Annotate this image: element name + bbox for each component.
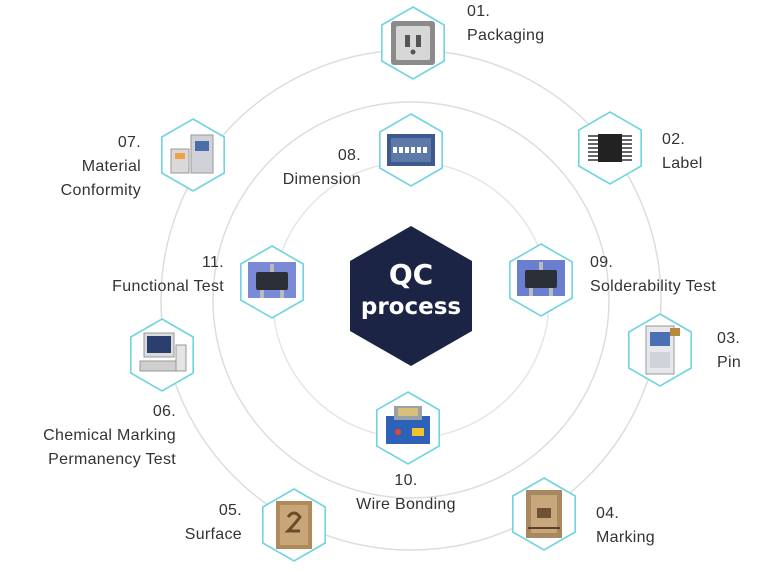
node-06-number: 06. (152, 403, 176, 420)
solderability-chip-icon (517, 260, 565, 296)
node-07-name-line2: Conformity (60, 182, 141, 199)
node-03-label: 03. Pin (717, 327, 741, 375)
hub-title: QC (388, 258, 434, 291)
node-06-name-line2: Permanency Test (48, 451, 176, 468)
qc-hub-hexagon (350, 226, 472, 366)
node-02-label: 02. Label (662, 128, 703, 176)
wire-bonding-pot-icon (386, 406, 430, 444)
node-09-number: 09. (590, 254, 614, 271)
node-02-hexagon (577, 111, 643, 185)
node-03-hexagon (627, 313, 693, 387)
material-analyzer-icon (170, 134, 214, 174)
node-05-name: Surface (184, 526, 242, 543)
node-04-name: Marking (596, 529, 656, 546)
node-11-hexagon (240, 245, 305, 319)
functional-test-chip-icon (248, 262, 296, 298)
node-03-name: Pin (717, 354, 742, 371)
chip-label-icon (588, 134, 632, 162)
node-09-hexagon (508, 243, 574, 317)
node-09-name: Solderability Test (590, 278, 717, 295)
node-10-hexagon (375, 391, 441, 465)
node-02-name: Label (662, 155, 703, 172)
node-05-number: 05. (218, 502, 242, 519)
node-11-number: 11. (202, 254, 224, 271)
node-04-number: 04. (596, 505, 620, 522)
node-11-name: Functional Test (112, 278, 224, 295)
node-06-name-line1: Chemical Marking (43, 427, 176, 444)
node-08-hexagon (378, 113, 444, 187)
node-07-number: 07. (117, 134, 141, 151)
node-01-label: 01. Packaging (467, 0, 544, 48)
middle-ring (212, 101, 610, 499)
chemical-test-computer-icon (139, 332, 187, 372)
node-09-label: 09. Solderability Test (590, 251, 716, 299)
pin-tester-machine-icon (645, 325, 680, 375)
node-08-number: 08. (337, 147, 361, 164)
node-01-name: Packaging (467, 27, 545, 44)
surface-die-icon (276, 501, 312, 549)
ic-package-icon (391, 21, 435, 65)
node-10-number: 10. (394, 472, 418, 489)
node-05-hexagon (261, 488, 327, 562)
node-01-number: 01. (467, 3, 491, 20)
hub-subtitle: process (360, 294, 462, 320)
node-07-label: 07. Material Conformity (61, 131, 141, 203)
hub-label: QC process (350, 258, 472, 322)
node-10-name: Wire Bonding (356, 496, 456, 513)
node-02-number: 02. (662, 131, 686, 148)
node-05-label: 05. Surface (185, 499, 242, 547)
node-07-name-line1: Material (81, 158, 141, 175)
node-06-hexagon (130, 318, 194, 392)
node-11-label: 11. Functional Test (112, 251, 224, 299)
node-08-label: 08. Dimension (283, 144, 361, 192)
node-10-label: 10. Wire Bonding (351, 469, 461, 517)
node-07-hexagon (161, 118, 225, 192)
node-04-hexagon (511, 477, 577, 551)
node-08-name: Dimension (282, 171, 361, 188)
node-03-number: 03. (717, 330, 741, 347)
node-04-label: 04. Marking (596, 502, 655, 550)
node-01-hexagon (380, 6, 446, 80)
die-marking-icon (526, 490, 562, 538)
node-06-label: 06. Chemical Marking Permanency Test (43, 400, 176, 472)
dimension-screen-icon (387, 134, 435, 166)
